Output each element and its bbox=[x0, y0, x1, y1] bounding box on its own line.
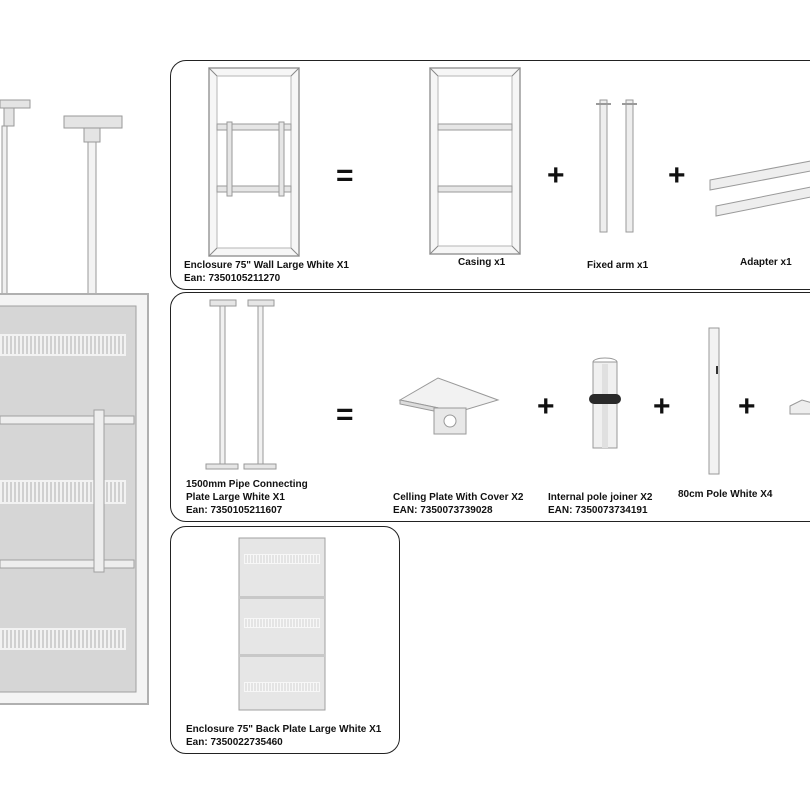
pole-icon bbox=[708, 327, 720, 475]
main-product-name: Enclosure 75" Wall Large White X1 bbox=[184, 260, 349, 271]
equals-sign: = bbox=[336, 159, 354, 192]
plus-sign: + bbox=[668, 159, 686, 192]
assembled-enclosure-icon bbox=[0, 99, 149, 705]
part-name: Celling Plate With Cover X2 bbox=[393, 492, 524, 503]
wall-enclosure-icon bbox=[208, 67, 300, 257]
part-name: Fixed arm x1 bbox=[587, 260, 649, 271]
main-product-name: 1500mm Pipe Connecting bbox=[186, 479, 308, 490]
plus-sign: + bbox=[537, 390, 555, 423]
plus-sign: + bbox=[738, 390, 756, 423]
fixed-arm-icon bbox=[596, 99, 637, 233]
part-name: Casing x1 bbox=[458, 257, 506, 268]
part-ean: EAN: 7350073739028 bbox=[393, 505, 493, 516]
back-plate-icon bbox=[238, 537, 326, 711]
adapter-rail-icon bbox=[709, 160, 810, 217]
main-product-ean: Ean: 7350105211607 bbox=[186, 505, 283, 516]
pipe-connecting-panel bbox=[170, 292, 810, 522]
pipe-pole-icon bbox=[205, 299, 277, 470]
casing-frame-icon bbox=[429, 67, 521, 255]
main-product-name-line2: Plate Large White X1 bbox=[186, 492, 285, 503]
plus-sign: + bbox=[547, 159, 565, 192]
main-product-name: Enclosure 75" Back Plate Large White X1 bbox=[186, 724, 382, 735]
pole-joiner-icon bbox=[589, 357, 621, 449]
main-product-ean: Ean: 7350105211270 bbox=[184, 273, 281, 284]
partial-part-icon bbox=[789, 399, 810, 415]
part-name: Adapter x1 bbox=[740, 257, 792, 268]
equals-sign: = bbox=[336, 398, 354, 431]
part-name: Internal pole joiner X2 bbox=[548, 492, 653, 503]
part-name: 80cm Pole White X4 bbox=[678, 489, 773, 500]
plus-sign: + bbox=[653, 390, 671, 423]
ceiling-plate-icon bbox=[398, 377, 500, 435]
part-ean: EAN: 7350073734191 bbox=[548, 505, 648, 516]
main-product-ean: Ean: 7350022735460 bbox=[186, 737, 283, 748]
